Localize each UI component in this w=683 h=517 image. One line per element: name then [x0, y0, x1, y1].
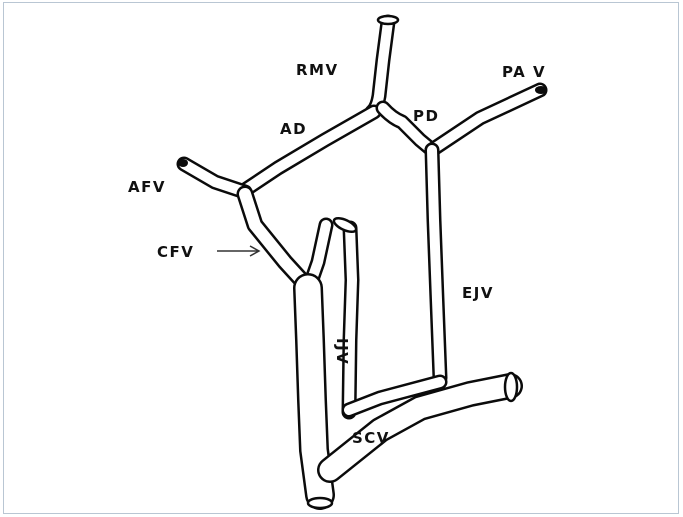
vessel-scv — [330, 373, 517, 470]
label-pd: PD — [413, 107, 439, 125]
vessel-ad — [245, 112, 374, 190]
vessel-ijv-loop — [332, 215, 358, 412]
vessel-rmv — [372, 16, 398, 112]
label-pav: PA V — [502, 63, 546, 81]
label-rmv: RMV — [296, 61, 339, 79]
label-ad: AD — [280, 120, 307, 138]
vessel-cfv — [245, 194, 306, 285]
label-cfv: CFV — [157, 243, 194, 261]
vessel-pav — [432, 86, 547, 150]
label-ejv: EJV — [462, 284, 494, 302]
vessel-ejv — [432, 150, 440, 378]
cfv-arrow — [217, 246, 259, 256]
label-afv: AFV — [128, 178, 166, 196]
label-scv: SCV — [352, 429, 390, 447]
vessel-ijv — [308, 288, 320, 495]
vessel-afv — [178, 159, 245, 192]
ijv-bottom-opening — [308, 498, 332, 508]
label-ijv: IJV — [333, 338, 351, 365]
